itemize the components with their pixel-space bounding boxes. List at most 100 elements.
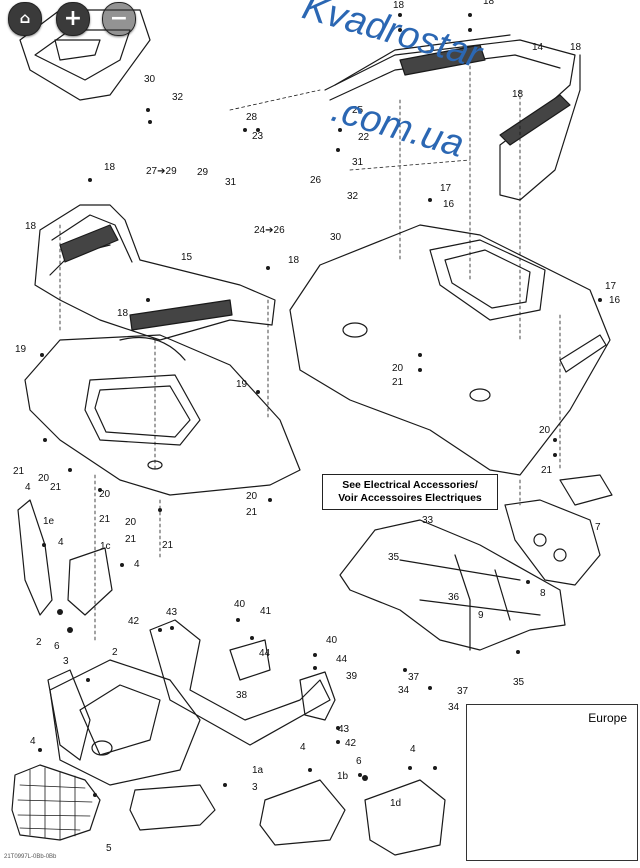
callout-c64: 2 <box>112 647 118 658</box>
callout-c20: 17 <box>440 183 452 194</box>
callout-c72: 34 <box>448 702 460 713</box>
callout-c12: 31 <box>352 157 364 168</box>
callout-c49: 4 <box>58 537 64 548</box>
europe-inset: Europe <box>466 704 638 861</box>
front-bumper-bars <box>149 619 331 746</box>
callout-c78: 4 <box>300 742 306 753</box>
callout-c10: 25 <box>352 105 364 116</box>
home-icon: ⌂ <box>19 9 31 27</box>
callout-c29: 19 <box>15 344 27 355</box>
callout-c13: 27➔29 <box>146 166 177 177</box>
left-panels <box>17 499 113 761</box>
note-line-1: See Electrical Accessories/ <box>342 479 478 491</box>
callout-c60: 6 <box>54 641 60 652</box>
callout-c39: 20 <box>99 489 111 500</box>
callout-c62: 2 <box>36 637 42 648</box>
callout-c61: 44 <box>259 648 271 659</box>
callout-c55: 9 <box>478 610 484 621</box>
callout-c11: 22 <box>358 132 370 143</box>
callout-c9: 23 <box>252 131 264 142</box>
callout-c51: 4 <box>134 559 140 570</box>
minus-icon: − <box>109 6 129 31</box>
callout-c31: 21 <box>392 377 404 388</box>
mounting-bracket <box>299 671 336 721</box>
watermark: Kvadrostar .com.ua <box>298 0 630 220</box>
callout-c33: 20 <box>539 425 551 436</box>
callout-c82: 4 <box>410 744 416 755</box>
home-button[interactable]: ⌂ <box>8 2 42 36</box>
callout-c46: 21 <box>162 540 174 551</box>
callout-c47: 33 <box>422 515 434 526</box>
callout-c71: 35 <box>513 677 525 688</box>
callout-c53: 8 <box>540 588 546 599</box>
callout-c58: 41 <box>260 606 272 617</box>
note-line-2: Voir Accessoires Electriques <box>338 492 482 504</box>
rear-frame <box>339 519 566 651</box>
callout-c6: 30 <box>144 74 156 85</box>
fasteners <box>38 13 602 797</box>
callout-c2: 18 <box>483 0 495 7</box>
callout-c43: 1e <box>43 516 55 527</box>
callout-c14: 29 <box>197 167 209 178</box>
callout-c36: 20 <box>38 473 50 484</box>
leader-lines <box>59 59 561 641</box>
callout-c70: 37 <box>457 686 469 697</box>
document-code: 21T0997L-0Bb-0Bb <box>4 854 57 860</box>
callout-c15: 31 <box>225 177 237 188</box>
callout-c8: 28 <box>246 112 258 123</box>
callout-c59: 42 <box>128 616 140 627</box>
callout-c37: 21 <box>50 482 62 493</box>
lower-covers <box>129 779 446 856</box>
callout-c3: 14 <box>532 42 544 53</box>
callout-c76: 4 <box>30 736 36 747</box>
zoom-out-button[interactable]: − <box>102 2 136 36</box>
callout-c81: 6 <box>356 756 362 767</box>
callout-c69: 34 <box>398 685 410 696</box>
rear-rack <box>324 34 581 201</box>
callout-c26: 18 <box>117 308 129 319</box>
callout-c21: 16 <box>443 199 455 210</box>
callout-c65: 40 <box>326 635 338 646</box>
callout-c50: 1c <box>100 541 111 552</box>
callout-c5: 18 <box>512 89 524 100</box>
callout-c19: 18 <box>25 221 37 232</box>
callout-c54: 36 <box>448 592 460 603</box>
callout-c27: 17 <box>605 281 617 292</box>
front-body <box>24 334 301 496</box>
electrical-accessories-note: See Electrical Accessories/ Voir Accesso… <box>322 474 498 510</box>
callout-c28: 16 <box>609 295 621 306</box>
callout-c42: 21 <box>246 507 258 518</box>
callout-c16: 26 <box>310 175 322 186</box>
taillight-housing <box>504 474 613 586</box>
callout-c48: 7 <box>595 522 601 533</box>
rear-body <box>289 224 611 476</box>
front-rack <box>34 204 276 341</box>
callout-c73: 38 <box>236 690 248 701</box>
callout-c83: 1d <box>390 798 401 809</box>
front-grille <box>11 659 201 841</box>
callout-c84: 5 <box>106 843 112 854</box>
callout-c77: 1a <box>252 765 264 776</box>
callout-c17: 32 <box>347 191 359 202</box>
callout-c25: 18 <box>288 255 300 266</box>
callout-c18: 18 <box>104 162 116 173</box>
callout-c40: 21 <box>99 514 111 525</box>
callout-c74: 43 <box>338 724 350 735</box>
callout-c41: 20 <box>246 491 258 502</box>
callout-c79: 1b <box>337 771 349 782</box>
callout-c57: 40 <box>234 599 246 610</box>
callout-c66: 44 <box>336 654 348 665</box>
callout-c45: 21 <box>125 534 137 545</box>
callout-c22: 24➔26 <box>254 225 285 236</box>
callout-c80: 3 <box>252 782 258 793</box>
callout-c63: 3 <box>63 656 69 667</box>
callout-c34: 21 <box>13 466 25 477</box>
callout-c23: 30 <box>330 232 342 243</box>
callout-c7: 32 <box>172 92 184 103</box>
callout-c4: 18 <box>570 42 582 53</box>
watermark-line-1: Kvadrostar <box>297 0 487 77</box>
callout-c67: 39 <box>346 671 358 682</box>
zoom-in-button[interactable]: + <box>56 2 90 36</box>
